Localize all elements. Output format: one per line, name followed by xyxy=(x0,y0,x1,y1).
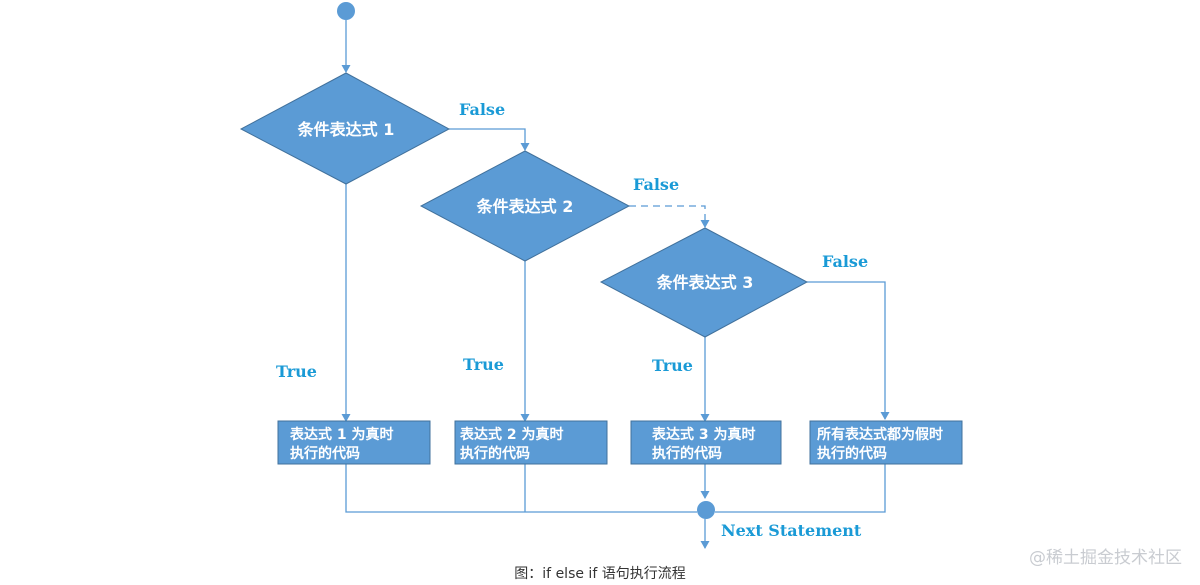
next-statement-label: Next Statement xyxy=(721,521,862,540)
action-4: 所有表达式都为假时 执行的代码 xyxy=(809,420,963,465)
action-3: 表达式 3 为真时 执行的代码 xyxy=(630,420,782,465)
action-2-line-1: 表达式 2 为真时 xyxy=(459,426,564,443)
start-node xyxy=(337,2,355,20)
condition-2-label: 条件表达式 2 xyxy=(476,197,574,216)
condition-3: 条件表达式 3 xyxy=(599,227,809,338)
condition-3-label: 条件表达式 3 xyxy=(656,273,754,292)
condition-1: 条件表达式 1 xyxy=(239,72,451,185)
true-label-2: True xyxy=(463,355,504,374)
false-label-3: False xyxy=(822,252,868,271)
cond1-false-arrow xyxy=(449,128,530,151)
action-2: 表达式 2 为真时 执行的代码 xyxy=(454,420,608,465)
cond2-false-arrow xyxy=(629,205,710,228)
action-2-line-2: 执行的代码 xyxy=(460,445,530,462)
action1-merge-line xyxy=(345,464,697,513)
figure-caption: 图：if else if 语句执行流程 xyxy=(514,566,686,582)
watermark: @稀土掘金技术社区 xyxy=(1029,548,1182,568)
true-label-1: True xyxy=(276,362,317,381)
condition-2: 条件表达式 2 xyxy=(419,150,631,262)
connectors xyxy=(341,20,890,549)
cond3-false-arrow xyxy=(807,281,890,420)
true-label-3: True xyxy=(652,356,693,375)
merge-node xyxy=(697,501,715,519)
action-1-line-1: 表达式 1 为真时 xyxy=(289,426,394,443)
action-1: 表达式 1 为真时 执行的代码 xyxy=(277,420,431,465)
action-4-line-1: 所有表达式都为假时 xyxy=(817,426,943,443)
action-4-line-2: 执行的代码 xyxy=(817,445,887,462)
condition-1-label: 条件表达式 1 xyxy=(297,120,395,139)
action-1-line-2: 执行的代码 xyxy=(290,445,360,462)
action-3-line-1: 表达式 3 为真时 xyxy=(651,426,756,443)
false-label-2: False xyxy=(633,175,679,194)
false-label-1: False xyxy=(459,100,505,119)
action-3-line-2: 执行的代码 xyxy=(652,445,722,462)
action4-merge-line xyxy=(715,464,886,513)
